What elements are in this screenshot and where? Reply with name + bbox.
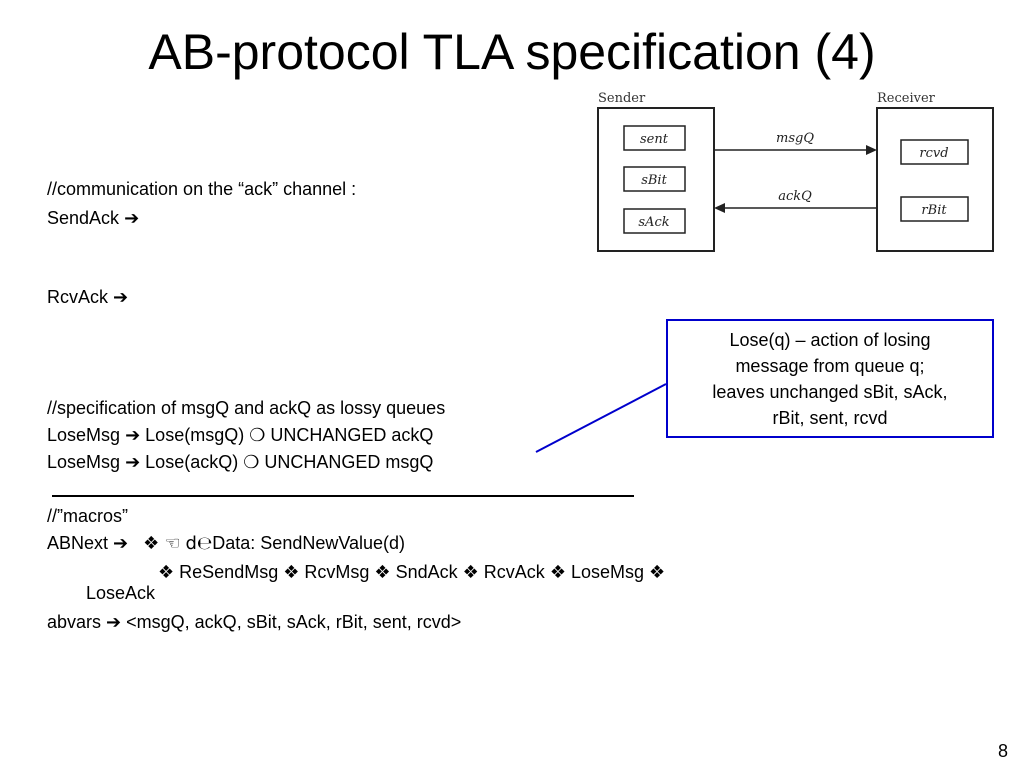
abvars-label: abvars [47,612,102,632]
section-divider [52,495,634,497]
ackq-label: ackQ [778,189,812,204]
losemsg-line-1: LoseMsg ➔ Lose(msgQ) ❍ UNCHANGED ackQ [47,424,433,447]
msgq-arrowhead [866,145,877,155]
callout-line: Lose(q) – action of losing [729,330,931,350]
abnext-last-alt: LoseAck [86,583,156,603]
or-connective-icon: ❖ [649,562,666,583]
ackq-arrowhead [714,203,725,213]
sender-box [597,107,715,252]
abnext-label: ABNext [47,533,109,553]
defines-arrow-icon: ➔ [113,533,129,554]
and-connective-icon: ❍ [243,452,260,473]
abnext-alt-rcvack: RcvAck [483,562,545,582]
protocol-diagram: Sender Receiver sent sBit sAck rcvd rBit… [597,91,994,252]
abnext-alt-resendmsg: ReSendMsg [179,562,279,582]
callout-line: message from queue q; [735,356,925,376]
receiver-var-rbit-box [900,196,969,222]
comment-ack-channel: //communication on the “ack” channel : [47,179,357,199]
callout-line: leaves unchanged sBit, sAck, [712,382,948,402]
losemsg-line-2: LoseMsg ➔ Lose(ackQ) ❍ UNCHANGED msgQ [47,451,433,474]
sender-label: Sender [598,91,646,106]
lose-callout: Lose(q) – action of losing message from … [666,319,994,438]
abnext-alternatives: ❖ ReSendMsg ❖ RcvMsg ❖ SndAck ❖ RcvAck ❖… [158,561,665,584]
receiver-box [876,107,994,252]
losemsg-lose-ackq: Lose(ackQ) [145,452,239,472]
abnext-alt-sndack: SndAck [395,562,458,582]
sender-var-sbit-box [623,166,686,192]
losemsg-unchanged-ackq: UNCHANGED ackQ [270,425,434,445]
defines-arrow-icon: ➔ [124,208,140,229]
abnext-line: ABNext ➔ ❖ ☜ d℮Data: SendNewValue(d) [47,532,405,555]
receiver-label: Receiver [877,91,936,106]
losemsg-lose-msgq: Lose(msgQ) [145,425,245,445]
losemsg-label: LoseMsg [47,452,121,472]
defines-arrow-icon: ➔ [113,287,129,308]
or-connective-icon: ❖ [158,562,175,583]
defines-arrow-icon: ➔ [106,612,122,633]
sender-var-sack-box [623,208,686,234]
sender-var-sbit: sBit [641,173,667,188]
comment-macros: //”macros” [47,506,128,526]
msgq-label: msgQ [776,131,814,146]
exists-quantifier-icon: ☜ [164,533,181,554]
sender-var-sent-box [623,125,686,151]
losemsg-label: LoseMsg [47,425,121,445]
comment-lossy-queues: //specification of msgQ and ackQ as loss… [47,398,446,418]
or-connective-icon: ❖ [283,562,300,583]
abvars-line: abvars ➔ <msgQ, ackQ, sBit, sAck, rBit, … [47,611,461,634]
slide-title: AB-protocol TLA specification (4) [148,24,876,80]
receiver-var-rcvd-box [900,139,969,165]
abvars-tuple: <msgQ, ackQ, sBit, sAck, rBit, sent, rcv… [126,612,462,632]
member-symbol: d℮ [185,533,213,554]
page-number: 8 [997,741,1008,761]
receiver-var-rcvd: rcvd [919,146,948,161]
abnext-alt-rcvmsg: RcvMsg [304,562,370,582]
or-connective-icon: ❖ [374,562,391,583]
abnext-data: Data: SendNewValue(d) [212,533,406,553]
sender-var-sent: sent [640,132,669,147]
sendack-label: SendAck [47,208,120,228]
rcvack-line: RcvAck ➔ [47,286,128,309]
and-connective-icon: ❍ [249,425,266,446]
or-connective-icon: ❖ [462,562,479,583]
callout-line: rBit, sent, rcvd [772,408,888,428]
sendack-line: SendAck ➔ [47,207,139,230]
rcvack-label: RcvAck [47,287,109,307]
or-connective-icon: ❖ [549,562,566,583]
sender-var-sack: sAck [638,215,669,230]
defines-arrow-icon: ➔ [125,425,141,446]
abnext-alt-losemsg: LoseMsg [570,562,645,582]
losemsg-unchanged-msgq: UNCHANGED msgQ [264,452,434,472]
or-connective-icon: ❖ [143,533,160,554]
defines-arrow-icon: ➔ [125,452,141,473]
receiver-var-rbit: rBit [921,203,947,218]
